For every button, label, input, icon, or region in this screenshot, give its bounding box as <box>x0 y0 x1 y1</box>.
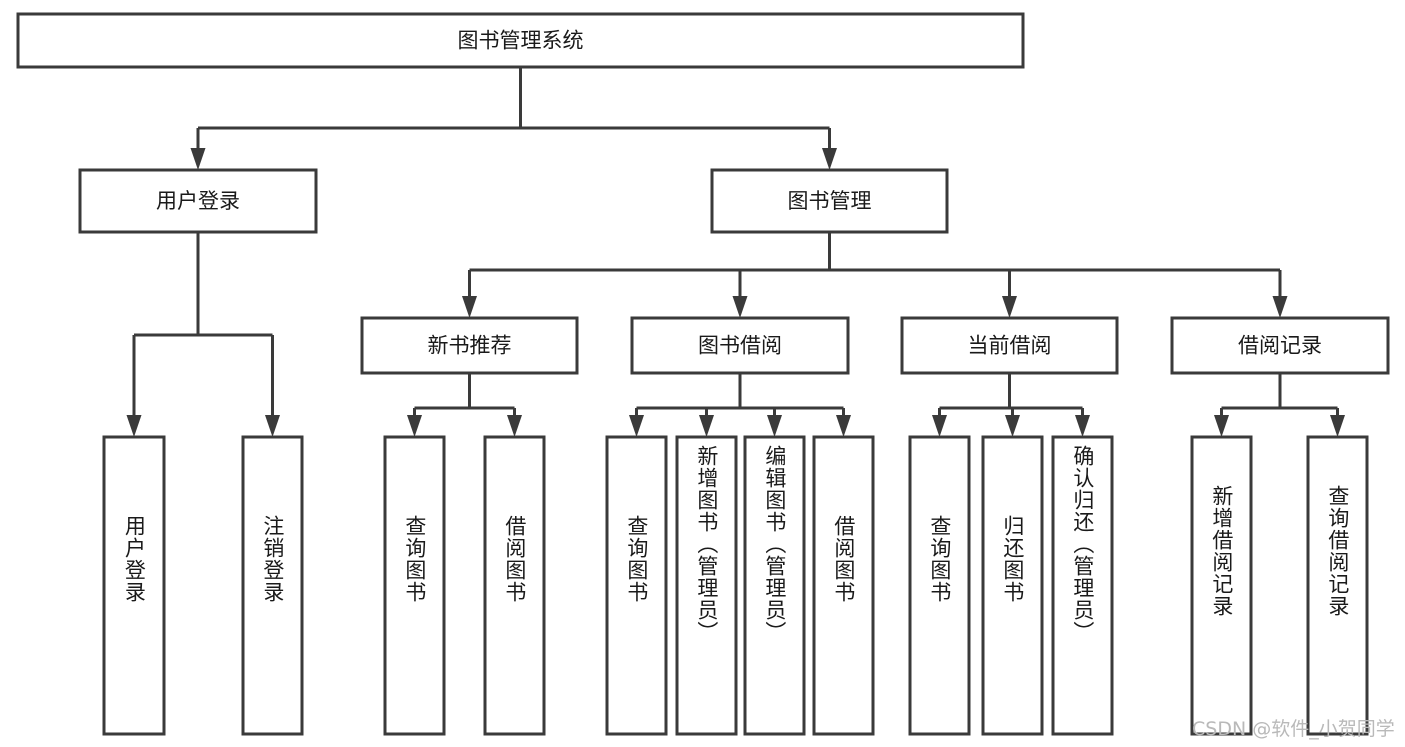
node-l2-label-1: 图书管理 <box>788 189 872 213</box>
connectors-layer <box>126 67 1345 437</box>
node-l3-3[interactable] <box>1170 316 1390 375</box>
leaf-box-3[interactable] <box>483 435 546 736</box>
leaf-box-12[interactable] <box>1306 435 1369 736</box>
bus-root-arrow-1-head <box>822 148 837 170</box>
bus-当前借阅-arrow-2-head <box>1075 415 1090 437</box>
node-l2-label-0: 用户登录 <box>156 189 240 213</box>
leaf-box-0[interactable] <box>102 435 166 736</box>
node-l3-0[interactable] <box>360 316 579 375</box>
bus-借阅记录-arrow-1-head <box>1330 415 1345 437</box>
bus-用户登录-arrow-0-head <box>126 415 142 437</box>
bus-图书借阅-arrow-1-head <box>699 415 714 437</box>
leaf-box-4[interactable] <box>605 435 668 736</box>
bus-bookmgmt-arrow-1-head <box>732 296 748 318</box>
bus-图书借阅-arrow-3-head <box>836 415 851 437</box>
node-root-label: 图书管理系统 <box>458 29 584 53</box>
node-l3-2[interactable] <box>900 316 1119 375</box>
bus-新书推荐-arrow-1-head <box>507 415 522 437</box>
leaf-box-8[interactable] <box>908 435 971 736</box>
bus-当前借阅-arrow-0-head <box>932 415 947 437</box>
node-l3-label-2: 当前借阅 <box>968 334 1052 358</box>
csdn-watermark: CSDN @软件_小贺同学 <box>1192 718 1395 740</box>
node-l3-label-0: 新书推荐 <box>428 334 512 358</box>
leaf-box-10[interactable] <box>1051 435 1114 736</box>
node-root[interactable] <box>16 12 1025 69</box>
leaf-box-7[interactable] <box>812 435 875 736</box>
leaf-box-1[interactable] <box>241 435 304 736</box>
bus-用户登录-arrow-1-head <box>265 415 280 437</box>
node-l3-label-1: 图书借阅 <box>698 334 782 358</box>
bus-bookmgmt-arrow-0-head <box>462 296 477 318</box>
leaf-box-9[interactable] <box>981 435 1044 736</box>
node-l3-1[interactable] <box>630 316 850 375</box>
bus-借阅记录-arrow-0-head <box>1214 415 1229 437</box>
leaf-box-2[interactable] <box>383 435 446 736</box>
bus-当前借阅-arrow-1-head <box>1005 415 1020 437</box>
bus-bookmgmt-arrow-2-head <box>1002 296 1017 318</box>
bus-图书借阅-arrow-0-head <box>629 415 644 437</box>
node-l2-1[interactable] <box>710 168 949 234</box>
leaf-box-5[interactable] <box>675 435 738 736</box>
node-l2-0[interactable] <box>78 168 318 234</box>
bus-bookmgmt-arrow-3-head <box>1272 296 1288 318</box>
bus-新书推荐-arrow-0-head <box>407 415 422 437</box>
leaf-box-6[interactable] <box>743 435 806 736</box>
boxes-layer <box>16 12 1390 736</box>
bus-root-arrow-0-head <box>190 148 206 170</box>
leaf-box-11[interactable] <box>1190 435 1253 736</box>
node-l3-label-3: 借阅记录 <box>1238 334 1322 358</box>
bus-图书借阅-arrow-2-head <box>767 415 782 437</box>
